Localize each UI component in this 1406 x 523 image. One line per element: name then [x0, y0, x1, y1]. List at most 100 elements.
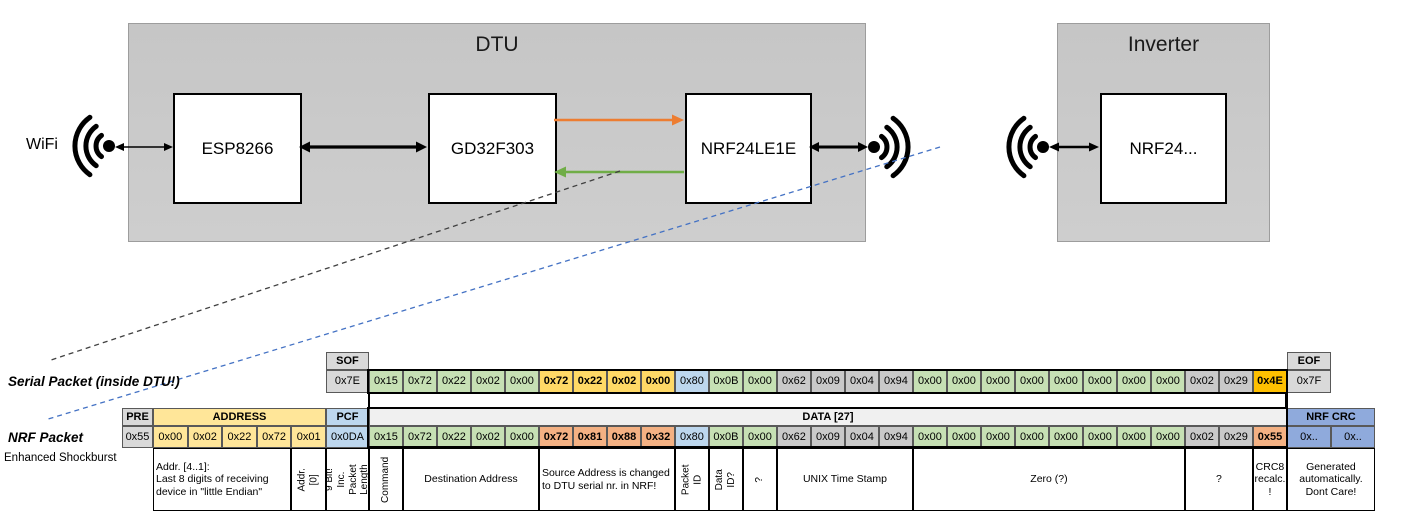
annotation-addr41: Addr. [4..1]: Last 8 digits of receiving… — [153, 448, 292, 511]
annotation-crc8: CRC8 recalc. ! — [1252, 448, 1287, 511]
pcf-header: PCF — [325, 408, 369, 426]
packet-table: SOF EOF Serial Packet (inside DTU!) 0x7E… — [0, 352, 1375, 511]
annotation-generated: Generated automatically. Dont Care! — [1286, 448, 1375, 511]
nrf-byte: 0x09 — [810, 426, 845, 448]
address-byte: 0x22 — [222, 426, 257, 448]
nrf-byte: 0x00 — [742, 426, 777, 448]
serial-byte: 0x22 — [572, 370, 607, 393]
nrf-byte: 0x72 — [538, 426, 573, 448]
nrf-byte: 0x80 — [674, 426, 709, 448]
gd32f303-box: GD32F303 — [428, 93, 557, 204]
pre-byte: 0x55 — [122, 426, 153, 448]
serial-byte: 0x0B — [708, 370, 743, 393]
eof-byte: 0x7F — [1286, 370, 1331, 393]
wifi-icon — [1006, 115, 1049, 179]
nrf-byte: 0x00 — [1048, 426, 1083, 448]
annotation-zero: Zero (?) — [912, 448, 1185, 511]
serial-byte: 0x00 — [1116, 370, 1151, 393]
wifi-icon — [868, 115, 911, 179]
pre-header: PRE — [122, 408, 153, 426]
sof-byte: 0x7E — [325, 370, 369, 393]
nrf-byte: 0x00 — [504, 426, 539, 448]
nrf-crc-header: NRF CRC — [1286, 408, 1375, 426]
serial-packet-label: Serial Packet (inside DTU!) — [8, 374, 180, 389]
right-connector-line — [1285, 392, 1288, 409]
nrf-byte: 0x00 — [946, 426, 981, 448]
nrf-byte: 0x04 — [844, 426, 879, 448]
annotation-question2: ? — [1184, 448, 1253, 511]
annotation-command: Command — [368, 448, 403, 511]
serial-byte: 0x02 — [470, 370, 505, 393]
nrf-byte: 0x62 — [776, 426, 811, 448]
serial-byte: 0x00 — [1014, 370, 1049, 393]
annotation-destination: Destination Address — [402, 448, 539, 511]
inverter-title: Inverter — [1127, 33, 1200, 56]
nrf-byte: 0x22 — [436, 426, 471, 448]
serial-byte: 0x00 — [1082, 370, 1117, 393]
nrf-byte: 0x00 — [1014, 426, 1049, 448]
esp8266-box: ESP8266 — [173, 93, 302, 204]
serial-byte: 0x02 — [606, 370, 641, 393]
esp8266-label: ESP8266 — [201, 138, 274, 158]
eof-header: EOF — [1286, 352, 1331, 370]
serial-byte: 0x04 — [844, 370, 879, 393]
nrf-byte: 0x00 — [1150, 426, 1185, 448]
inverter-nrf24-label: NRF24... — [1129, 138, 1198, 158]
sof-header: SOF — [325, 352, 369, 370]
serial-byte: 0x00 — [912, 370, 947, 393]
gd32f303-label: GD32F303 — [450, 138, 535, 158]
serial-byte: 0x00 — [980, 370, 1015, 393]
serial-byte: 0x00 — [742, 370, 777, 393]
annotation-pcf: 9 Bit! Inc. Packet Length — [325, 448, 369, 511]
nrf-crc8-byte: 0x55 — [1252, 426, 1287, 448]
nrf-byte: 0x15 — [368, 426, 403, 448]
enhanced-shockburst-label: Enhanced Shockburst — [4, 452, 117, 464]
nrf-byte: 0x32 — [640, 426, 675, 448]
annotation-source: Source Address is changed to DTU serial … — [538, 448, 675, 511]
address-byte: 0x00 — [153, 426, 188, 448]
left-connector-line — [367, 392, 370, 409]
serial-byte: 0x00 — [640, 370, 675, 393]
nrf-byte: 0x00 — [980, 426, 1015, 448]
pcf-byte: 0x0DA — [325, 426, 369, 448]
nrf-byte: 0x02 — [470, 426, 505, 448]
serial-byte: 0x22 — [436, 370, 471, 393]
nrf-byte: 0x29 — [1218, 426, 1253, 448]
address-header: ADDRESS — [153, 408, 326, 426]
nrf-packet-label: NRF Packet — [8, 429, 84, 445]
serial-byte: 0x00 — [1048, 370, 1083, 393]
nrf-byte: 0x02 — [1184, 426, 1219, 448]
annotation-packet-id: Packet ID — [674, 448, 709, 511]
nrf-byte: 0x88 — [606, 426, 641, 448]
serial-byte: 0x80 — [674, 370, 709, 393]
nrf-byte: 0x0B — [708, 426, 743, 448]
annotation-addr0: Addr.[0] — [291, 448, 326, 511]
address-byte: 0x01 — [291, 426, 326, 448]
nrf-byte: 0x00 — [912, 426, 947, 448]
serial-byte: 0x72 — [538, 370, 573, 393]
nrf-byte: 0x72 — [402, 426, 437, 448]
annotation-unix-timestamp: UNIX Time Stamp — [776, 448, 913, 511]
serial-crc-byte: 0x4E — [1252, 370, 1287, 393]
dtu-title: DTU — [475, 33, 519, 56]
nrf-byte: 0x00 — [1116, 426, 1151, 448]
nrf24le1e-label: NRF24LE1E — [700, 138, 797, 158]
nrf-byte: 0x94 — [878, 426, 913, 448]
serial-byte: 0x15 — [368, 370, 403, 393]
serial-byte: 0x00 — [504, 370, 539, 393]
address-byte: 0x72 — [256, 426, 292, 448]
annotation-question1: ? — [742, 448, 777, 511]
nrf-crc-byte: 0x.. — [1286, 426, 1331, 448]
nrf-byte: 0x81 — [572, 426, 607, 448]
nrf24le1e-box: NRF24LE1E — [685, 93, 812, 204]
serial-byte: 0x02 — [1184, 370, 1219, 393]
annotation-data-id: Data ID? — [708, 448, 743, 511]
serial-byte: 0x09 — [810, 370, 845, 393]
serial-byte: 0x29 — [1218, 370, 1253, 393]
data-header: DATA [27] — [368, 408, 1287, 426]
serial-byte: 0x62 — [776, 370, 811, 393]
serial-byte: 0x00 — [946, 370, 981, 393]
wifi-icon — [72, 114, 115, 178]
inverter-group-box: Inverter — [1057, 23, 1270, 242]
serial-byte: 0x00 — [1150, 370, 1185, 393]
